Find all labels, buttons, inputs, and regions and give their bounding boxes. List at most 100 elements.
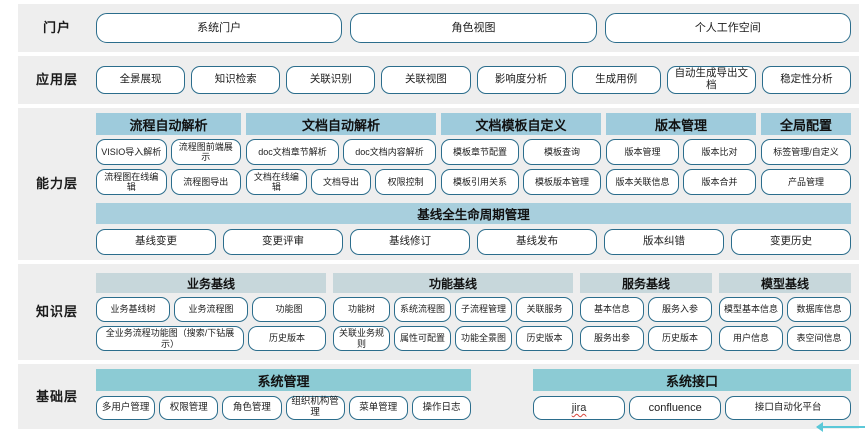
group-title-doc-parse: 文档自动解析 xyxy=(246,113,436,135)
know-item-user-info[interactable]: 用户信息 xyxy=(719,326,783,351)
lifecycle-item-version-correction[interactable]: 版本纠错 xyxy=(604,229,724,255)
cap-item-visio-import[interactable]: VISIO导入解析 xyxy=(96,139,167,165)
cap-item-doc-content-parse[interactable]: doc文档内容解析 xyxy=(343,139,436,165)
group-title-business-baseline: 业务基线 xyxy=(96,273,326,293)
layer-body-portal: 系统门户 角色视图 个人工作空间 xyxy=(96,4,859,52)
cap-item-version-compare[interactable]: 版本比对 xyxy=(683,139,756,165)
lifecycle-item-change-review[interactable]: 变更评审 xyxy=(223,229,343,255)
application-item-2[interactable]: 关联识别 xyxy=(286,66,376,94)
layer-application: 应用层 全景展现 知识检索 关联识别 关联视图 影响度分析 生成用例 自动生成导… xyxy=(18,56,859,104)
lifecycle-item-change-history[interactable]: 变更历史 xyxy=(731,229,851,255)
base-item-confluence[interactable]: confluence xyxy=(629,396,722,420)
know-item-tablespace-info[interactable]: 表空间信息 xyxy=(787,326,851,351)
application-item-7[interactable]: 稳定性分析 xyxy=(761,66,851,94)
cap-item-template-version-mgmt[interactable]: 模板版本管理 xyxy=(523,169,601,195)
cap-item-version-manage[interactable]: 版本管理 xyxy=(606,139,679,165)
cap-item-doc-chapter-parse[interactable]: doc文档章节解析 xyxy=(246,139,339,165)
know-item-history-version-service[interactable]: 历史版本 xyxy=(648,326,712,351)
portal-item-2[interactable]: 个人工作空间 xyxy=(604,13,851,43)
group-row: 模型基本信息 数据库信息 xyxy=(719,297,851,322)
layer-capability: 能力层 流程自动解析 VISIO导入解析 流程图前端展示 流程图在线编辑 流程图… xyxy=(18,108,859,260)
application-item-5[interactable]: 生成用例 xyxy=(571,66,661,94)
layer-base: 基础层 系统管理 多用户管理 权限管理 角色管理 组织机构管理 菜单管理 操作日… xyxy=(18,364,859,429)
know-item-system-flow-chart[interactable]: 系统流程图 xyxy=(394,297,451,322)
base-item-permission-manage[interactable]: 权限管理 xyxy=(159,396,219,420)
layer-body-knowledge: 业务基线 业务基线树 业务流程图 功能图 全业务流程功能图（搜索/下钻展示） 历… xyxy=(96,264,859,360)
knowledge-group-model-baseline: 模型基线 模型基本信息 数据库信息 用户信息 表空间信息 xyxy=(719,273,851,351)
know-item-subflow-manage[interactable]: 子流程管理 xyxy=(455,297,512,322)
base-item-multi-user-manage[interactable]: 多用户管理 xyxy=(96,396,156,420)
know-item-related-service[interactable]: 关联服务 xyxy=(516,297,573,322)
know-item-related-business-rule[interactable]: 关联业务规则 xyxy=(333,326,390,351)
cap-item-flow-online-edit[interactable]: 流程图在线编辑 xyxy=(96,169,167,195)
group-row: 模板章节配置 模板查询 xyxy=(441,139,601,165)
base-group-system-management: 系统管理 多用户管理 权限管理 角色管理 组织机构管理 菜单管理 操作日志 xyxy=(96,369,472,420)
group-row: 多用户管理 权限管理 角色管理 组织机构管理 菜单管理 操作日志 xyxy=(96,396,472,420)
cap-item-tag-manage-custom[interactable]: 标签管理/自定义 xyxy=(761,139,851,165)
layer-body-capability: 流程自动解析 VISIO导入解析 流程图前端展示 流程图在线编辑 流程图导出 文… xyxy=(96,108,859,260)
know-item-database-info[interactable]: 数据库信息 xyxy=(787,297,851,322)
base-item-interface-automation-platform[interactable]: 接口自动化平台 xyxy=(725,396,852,420)
base-item-operation-log[interactable]: 操作日志 xyxy=(411,396,472,420)
know-item-function-tree[interactable]: 功能树 xyxy=(333,297,390,322)
know-item-function-panorama[interactable]: 功能全景图 xyxy=(455,326,512,351)
cap-item-permission-control[interactable]: 权限控制 xyxy=(375,169,437,195)
confluence-wordmark: confluence xyxy=(648,401,702,414)
know-item-model-basic-info[interactable]: 模型基本信息 xyxy=(719,297,783,322)
know-item-attribute-configurable[interactable]: 属性可配置 xyxy=(394,326,451,351)
base-item-org-structure-manage[interactable]: 组织机构管理 xyxy=(285,396,345,420)
lifecycle-item-row: 基线变更 变更评审 基线修订 基线发布 版本纠错 变更历史 xyxy=(96,229,851,255)
application-item-1[interactable]: 知识检索 xyxy=(191,66,281,94)
cap-item-template-chapter-config[interactable]: 模板章节配置 xyxy=(441,139,519,165)
portal-item-0[interactable]: 系统门户 xyxy=(96,13,343,43)
know-item-service-input-param[interactable]: 服务入参 xyxy=(648,297,712,322)
cap-item-doc-online-edit[interactable]: 文档在线编辑 xyxy=(246,169,307,195)
cap-item-template-reference[interactable]: 模板引用关系 xyxy=(441,169,519,195)
accent-arrow-icon xyxy=(816,422,865,432)
cap-item-version-relation-info[interactable]: 版本关联信息 xyxy=(606,169,679,195)
group-row: 产品管理 xyxy=(761,169,851,195)
base-item-role-manage[interactable]: 角色管理 xyxy=(222,396,282,420)
base-item-menu-manage[interactable]: 菜单管理 xyxy=(348,396,408,420)
base-item-jira[interactable]: jira xyxy=(533,396,626,420)
capability-group-doc-parse: 文档自动解析 doc文档章节解析 doc文档内容解析 文档在线编辑 文档导出 权… xyxy=(246,113,437,195)
layer-portal: 门户 系统门户 角色视图 个人工作空间 xyxy=(18,4,859,52)
know-item-service-basic-info[interactable]: 基本信息 xyxy=(580,297,644,322)
lifecycle-item-baseline-change[interactable]: 基线变更 xyxy=(96,229,216,255)
lifecycle-item-baseline-revise[interactable]: 基线修订 xyxy=(350,229,470,255)
capability-group-process-parse: 流程自动解析 VISIO导入解析 流程图前端展示 流程图在线编辑 流程图导出 xyxy=(96,113,241,195)
group-row: 关联业务规则 属性可配置 功能全景图 历史版本 xyxy=(333,326,573,351)
portal-item-1[interactable]: 角色视图 xyxy=(350,13,597,43)
left-edge xyxy=(0,0,3,433)
lifecycle-title: 基线全生命周期管理 xyxy=(96,203,851,224)
cap-item-flow-frontend-display[interactable]: 流程图前端展示 xyxy=(170,139,241,165)
knowledge-groups: 业务基线 业务基线树 业务流程图 功能图 全业务流程功能图（搜索/下钻展示） 历… xyxy=(96,273,851,351)
know-item-business-flow-chart[interactable]: 业务流程图 xyxy=(174,297,248,322)
application-item-0[interactable]: 全景展现 xyxy=(96,66,186,94)
group-row: 版本管理 版本比对 xyxy=(606,139,756,165)
know-item-history-version-business[interactable]: 历史版本 xyxy=(248,326,326,351)
cap-item-doc-export[interactable]: 文档导出 xyxy=(310,169,372,195)
application-item-row: 全景展现 知识检索 关联识别 关联视图 影响度分析 生成用例 自动生成导出文档 … xyxy=(96,66,851,94)
group-title-function-baseline: 功能基线 xyxy=(333,273,573,293)
group-title-process-parse: 流程自动解析 xyxy=(96,113,241,135)
know-item-function-chart[interactable]: 功能图 xyxy=(252,297,326,322)
group-row: 全业务流程功能图（搜索/下钻展示） 历史版本 xyxy=(96,326,326,351)
know-item-full-business-flow-chart[interactable]: 全业务流程功能图（搜索/下钻展示） xyxy=(96,326,244,351)
group-title-global-config: 全局配置 xyxy=(761,113,851,135)
application-item-4[interactable]: 影响度分析 xyxy=(476,66,566,94)
group-row: 基本信息 服务入参 xyxy=(580,297,712,322)
group-title-system-management: 系统管理 xyxy=(96,369,471,391)
cap-item-product-manage[interactable]: 产品管理 xyxy=(761,169,851,195)
lifecycle-item-baseline-publish[interactable]: 基线发布 xyxy=(477,229,597,255)
cap-item-template-query[interactable]: 模板查询 xyxy=(523,139,601,165)
application-item-6[interactable]: 自动生成导出文档 xyxy=(666,66,756,94)
cap-item-version-merge[interactable]: 版本合并 xyxy=(683,169,756,195)
know-item-service-output-param[interactable]: 服务出参 xyxy=(580,326,644,351)
know-item-business-baseline-tree[interactable]: 业务基线树 xyxy=(96,297,170,322)
application-item-3[interactable]: 关联视图 xyxy=(381,66,471,94)
cap-item-flow-export[interactable]: 流程图导出 xyxy=(170,169,241,195)
know-item-history-version-function[interactable]: 历史版本 xyxy=(516,326,573,351)
group-title-service-baseline: 服务基线 xyxy=(580,273,712,293)
